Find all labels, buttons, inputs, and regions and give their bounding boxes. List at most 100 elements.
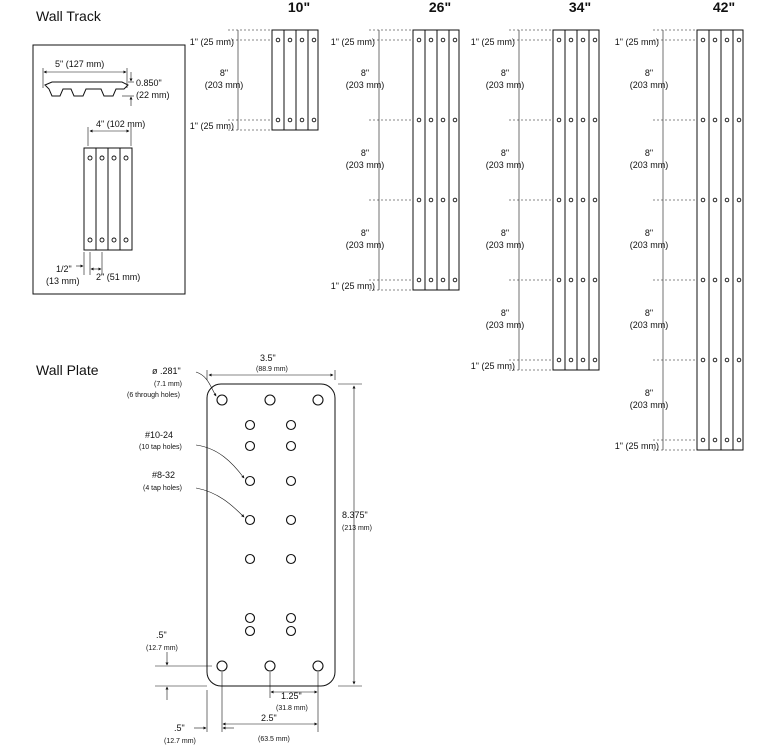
track-hole [287,117,293,123]
plate-height-in: 8.375" [342,510,368,520]
track-hole [556,277,562,283]
track-hole [736,117,742,123]
track-hole [700,37,706,43]
track-span-in: 8" [645,308,653,318]
edge-horizontal-in: .5" [174,723,185,733]
track-length-label: 10" [288,0,310,15]
track-hole [416,197,422,203]
track-hole [556,197,562,203]
track-hole [724,117,730,123]
track-span-mm: (203 mm) [630,160,669,170]
track-hole [275,37,281,43]
track-body [271,29,319,131]
tap-holes [244,419,297,637]
track-span-in: 8" [501,228,509,238]
profile-height-in: 0.850" [136,78,162,88]
track-hole [452,197,458,203]
track-hole [712,357,718,363]
plate-width-mm: (88.9 mm) [256,366,288,373]
plate-width-in: 3.5" [260,353,276,363]
track-hole [736,197,742,203]
track-hole [736,277,742,283]
track-hole [724,357,730,363]
track-span-in: 8" [361,228,369,238]
wall-track-title: Wall Track [36,8,102,24]
track-span-mm: (203 mm) [346,80,385,90]
track-hole [428,197,434,203]
track-hole [556,357,562,363]
profile-width-label: 5" (127 mm) [55,59,104,69]
track-hole [712,197,718,203]
plate-height-mm: (213 mm) [342,525,372,532]
track-hole [700,197,706,203]
track-end-dim: 1" (25 mm) [615,37,659,47]
track-hole [592,357,598,363]
through-hole [216,660,228,672]
spacing-mm: (63.5 mm) [258,736,290,743]
through-hole-size: ø .281" [152,366,181,376]
edge-horizontal-mm: (12.7 mm) [164,738,196,745]
through-hole-size-mm: (7.1 mm) [154,381,182,388]
track-length-views: 10"1" (25 mm)8"(203 mm)1" (25 mm)26"1" (… [190,0,744,451]
track-hole [724,437,730,443]
track-hole [568,197,574,203]
track-end-dim: 1" (25 mm) [471,37,515,47]
track-hole [592,37,598,43]
track-hole [452,277,458,283]
edge-vertical-mm: (12.7 mm) [146,645,178,652]
through-hole [264,394,276,406]
gap-in: 1.25" [281,691,302,701]
tap-8-32-note: (4 tap holes) [143,485,182,492]
track-span-in: 8" [361,148,369,158]
track-hole [724,37,730,43]
track-hole [580,37,586,43]
track-hole [568,117,574,123]
track-length-label: 34" [569,0,591,15]
track-hole [428,37,434,43]
track-hole [736,437,742,443]
track-hole [440,37,446,43]
track-hole [452,117,458,123]
track-hole [580,197,586,203]
track-span-mm: (203 mm) [486,320,525,330]
track-hole [700,277,706,283]
track-hole [580,357,586,363]
track-hole [592,117,598,123]
track-length-label: 42" [713,0,735,15]
track-hole [416,117,422,123]
track-hole [700,357,706,363]
track-front-view: 4" (102 mm) 1/2" (13 mm) 2" (51 mm) [46,119,145,286]
track-hole [287,37,293,43]
track-hole [440,197,446,203]
track-hole [452,37,458,43]
track-span-mm: (203 mm) [486,240,525,250]
track-body [696,29,744,451]
track-hole [311,117,317,123]
track-span-mm: (203 mm) [486,80,525,90]
edge-mm-label: (13 mm) [46,276,80,286]
track-end-dim: 1" (25 mm) [471,361,515,371]
track-span-in: 8" [220,68,228,78]
track-hole [311,37,317,43]
wall-plate-drawing: 3.5" (88.9 mm) 8.375" (213 mm) ø .281" (… [127,353,372,745]
track-span-mm: (203 mm) [346,240,385,250]
track-end-dim: 1" (25 mm) [331,37,375,47]
through-hole [312,394,324,406]
track-span-in: 8" [501,308,509,318]
track-hole [712,437,718,443]
track-hole [556,117,562,123]
track-hole [428,277,434,283]
track-profile-view: 5" (127 mm) 0.850" (22 mm) [42,59,170,106]
track-hole [428,117,434,123]
tap-10-24-label: #10-24 [145,430,173,440]
edge-in-label: 1/2" [56,264,72,274]
track-hole [712,117,718,123]
track-span-mm: (203 mm) [630,400,669,410]
track-hole [712,277,718,283]
through-hole [312,660,324,672]
track-span-in: 8" [501,68,509,78]
spacing-label: 2" (51 mm) [96,272,140,282]
wall-track-detail-box: 5" (127 mm) 0.850" (22 mm) 4" (102 mm) [32,44,186,295]
track-span-mm: (203 mm) [486,160,525,170]
